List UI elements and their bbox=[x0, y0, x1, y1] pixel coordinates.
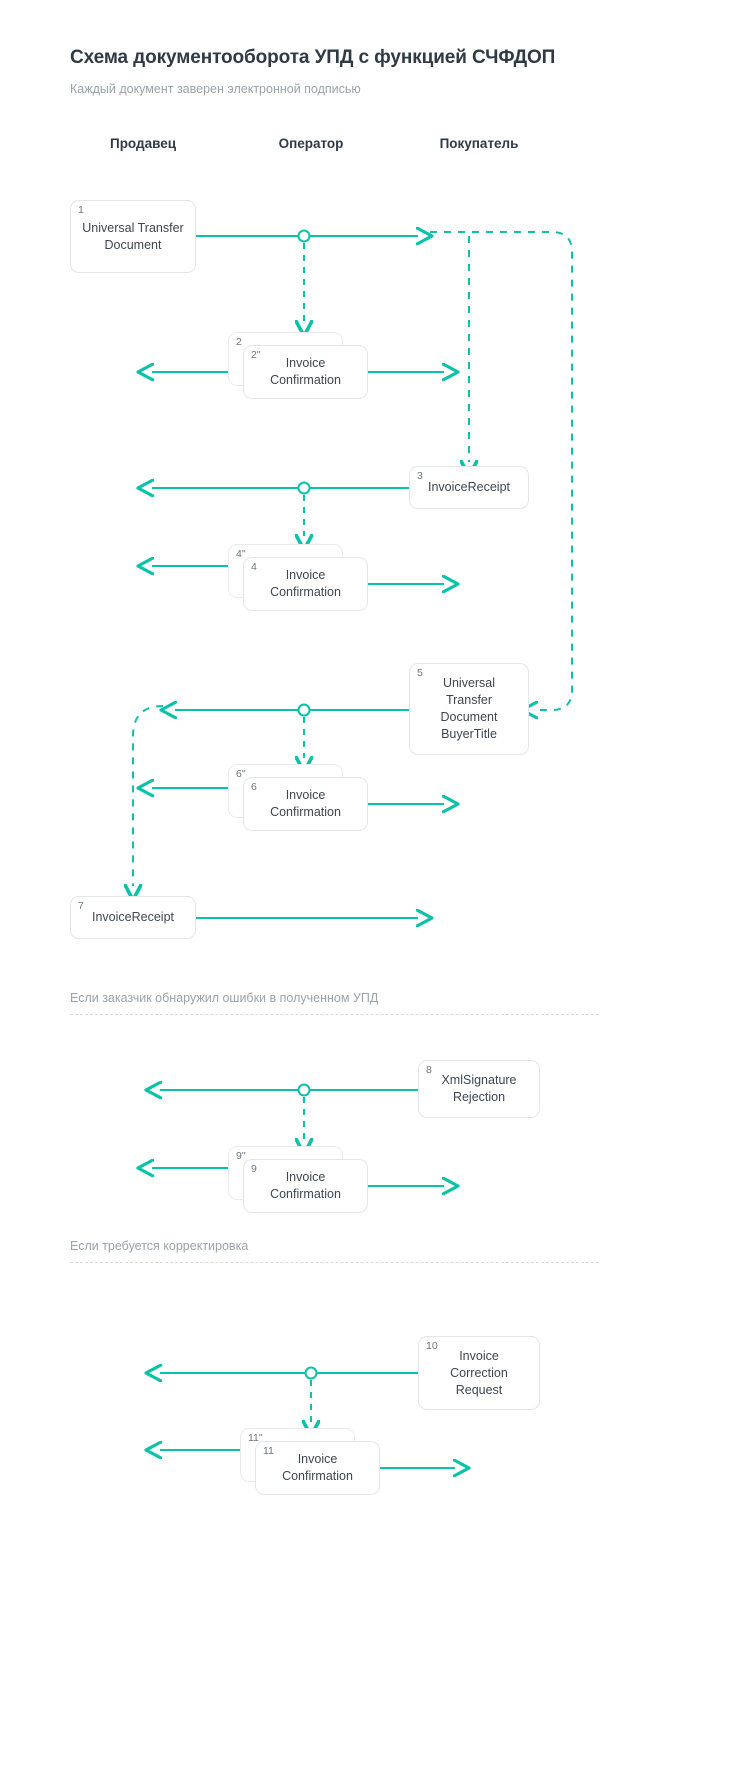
node-2dd-number: 2" bbox=[251, 349, 261, 361]
column-header-buyer: Покупатель bbox=[439, 136, 519, 151]
section-rule-errors bbox=[70, 1014, 599, 1015]
node-4dd-number: 4" bbox=[236, 548, 246, 560]
node-6dd-number: 6" bbox=[236, 768, 246, 780]
node-5[interactable]: 5 Universal Transfer Document BuyerTitle bbox=[409, 663, 529, 755]
node-3-number: 3 bbox=[417, 470, 423, 482]
node-6-front[interactable]: 6 Invoice Confirmation bbox=[243, 777, 368, 831]
node-1[interactable]: 1 Universal Transfer Document bbox=[70, 200, 196, 273]
node-3[interactable]: 3 InvoiceReceipt bbox=[409, 466, 529, 509]
node-7-label: InvoiceReceipt bbox=[92, 910, 174, 924]
node-9-front[interactable]: 9 Invoice Confirmation bbox=[243, 1159, 368, 1213]
page-subtitle: Каждый документ заверен электронной подп… bbox=[70, 82, 361, 96]
node-5-number: 5 bbox=[417, 667, 423, 679]
node-10[interactable]: 10 Invoice Correction Request bbox=[418, 1336, 540, 1410]
column-header-operator: Оператор bbox=[278, 136, 344, 151]
node-6-number: 6 bbox=[251, 781, 257, 793]
section-label-correction: Если требуется корректировка bbox=[70, 1239, 249, 1253]
page-title: Схема документооборота УПД с функцией СЧ… bbox=[70, 47, 556, 68]
node-2dd-label: Invoice Confirmation bbox=[270, 356, 341, 387]
node-8-label: XmlSignature Rejection bbox=[441, 1073, 517, 1104]
node-4-front[interactable]: 4 Invoice Confirmation bbox=[243, 557, 368, 611]
node-10-label: Invoice Correction Request bbox=[450, 1348, 508, 1397]
column-header-seller: Продавец bbox=[109, 136, 177, 151]
node-11-number: 11 bbox=[263, 1445, 274, 1457]
node-6-label: Invoice Confirmation bbox=[270, 788, 341, 819]
section-label-errors: Если заказчик обнаружил ошибки в получен… bbox=[70, 991, 379, 1005]
node-5-label: Universal Transfer Document BuyerTitle bbox=[440, 676, 498, 741]
node-8[interactable]: 8 XmlSignature Rejection bbox=[418, 1060, 540, 1118]
node-9dd-number: 9" bbox=[236, 1150, 246, 1162]
node-10-number: 10 bbox=[426, 1340, 438, 1352]
node-7[interactable]: 7 InvoiceReceipt bbox=[70, 896, 196, 939]
node-1-label: Universal Transfer Document bbox=[82, 220, 184, 252]
node-2-front[interactable]: 2" Invoice Confirmation bbox=[243, 345, 368, 399]
node-3-label: InvoiceReceipt bbox=[428, 480, 510, 494]
node-7-number: 7 bbox=[78, 900, 84, 912]
node-8-number: 8 bbox=[426, 1064, 432, 1076]
node-4-number: 4 bbox=[251, 561, 257, 573]
node-11-front[interactable]: 11 Invoice Confirmation bbox=[255, 1441, 380, 1495]
section-rule-correction bbox=[70, 1262, 599, 1263]
node-11-label: Invoice Confirmation bbox=[282, 1452, 353, 1483]
node-9-label: Invoice Confirmation bbox=[270, 1170, 341, 1201]
node-1-number: 1 bbox=[78, 204, 84, 216]
node-9-number: 9 bbox=[251, 1163, 257, 1175]
node-2-number: 2 bbox=[236, 336, 242, 348]
node-4-label: Invoice Confirmation bbox=[270, 568, 341, 599]
